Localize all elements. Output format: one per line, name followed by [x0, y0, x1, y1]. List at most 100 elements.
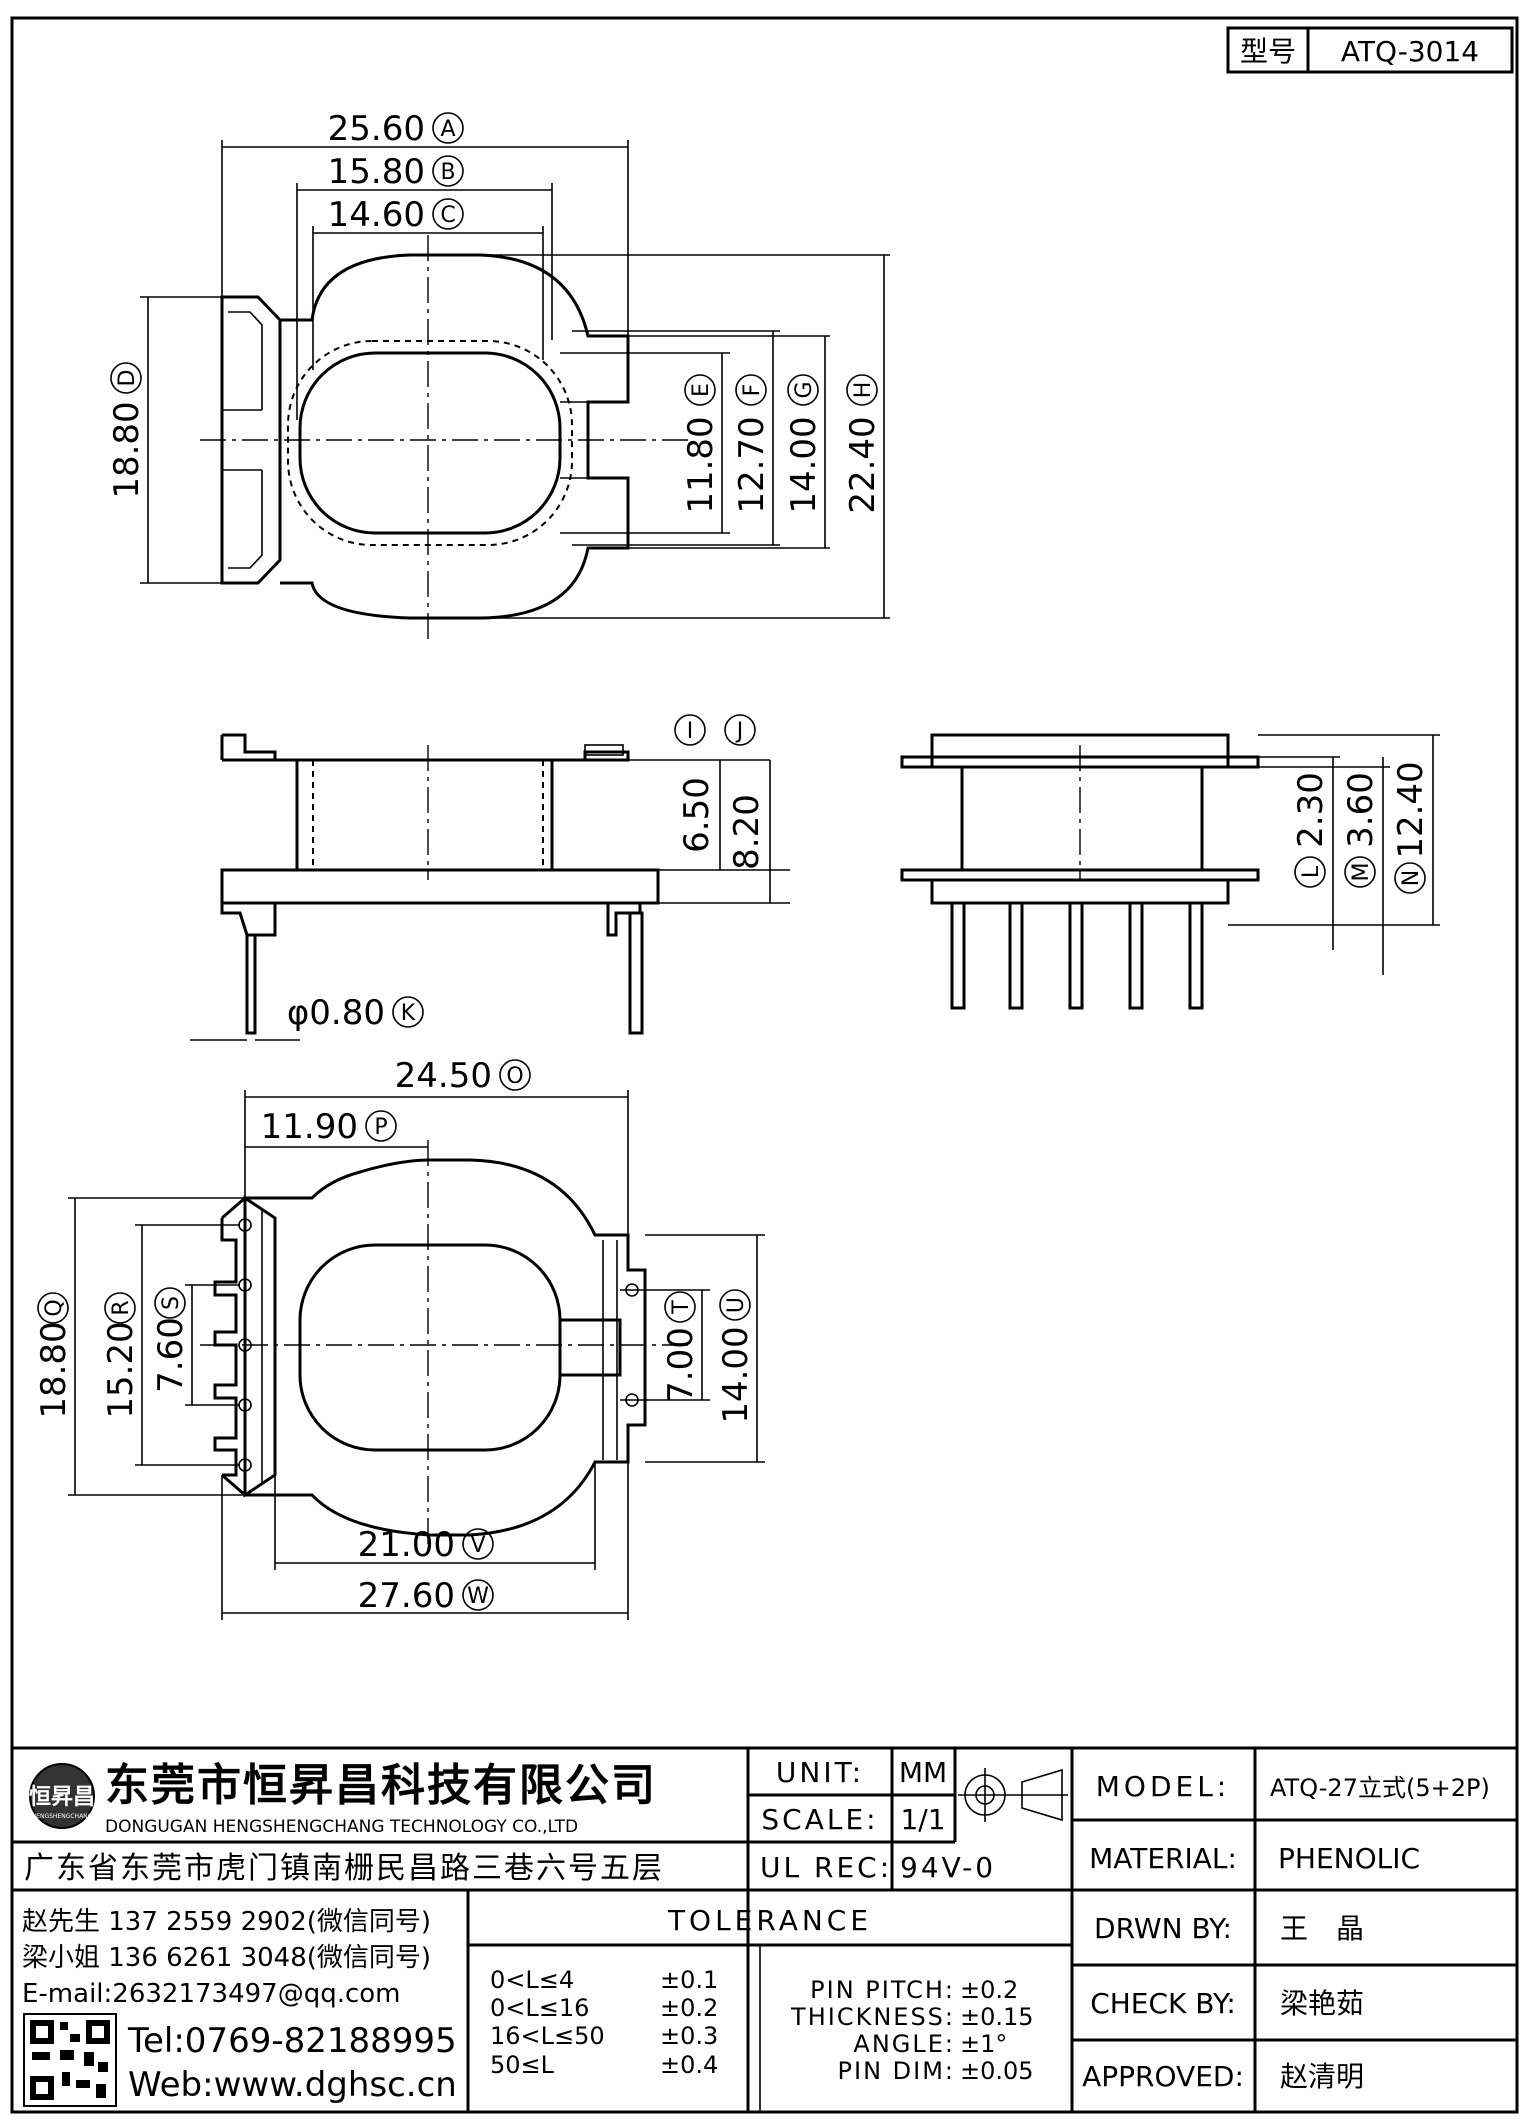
dimension-letter: R	[109, 1300, 134, 1315]
dimension-value: 15.20	[101, 1321, 141, 1418]
unit-value: MM	[899, 1756, 947, 1789]
approved-value: 赵清明	[1280, 2060, 1364, 2093]
ul-value: 94V-0	[900, 1851, 996, 1884]
dimension-6-50: 6.50	[677, 777, 717, 853]
logo-text: 恒昇昌	[29, 1784, 95, 1810]
dimension-value: 21.00	[358, 1525, 455, 1565]
drawn-by-label: DRWN BY:	[1094, 1912, 1232, 1945]
dimension-K: φ0.80 K	[287, 993, 424, 1033]
tolerance-value-3: ±0.3	[660, 2022, 718, 2050]
dimension-E: 11.80 E	[681, 374, 721, 514]
dimension-value: 11.90	[261, 1107, 358, 1147]
company-logo: 恒昇昌 HENGSHENGCHANG	[29, 1763, 95, 1829]
dimension-F: 12.70 F	[732, 374, 772, 514]
tolerance-range-1: 0<L≤4	[490, 1966, 574, 1994]
logo-small-text: HENGSHENGCHANG	[32, 1813, 93, 1820]
dimension-value: 27.60	[358, 1576, 455, 1616]
dimension-D: 18.80 D	[107, 362, 147, 499]
dimension-S: 7.60 S	[151, 1287, 191, 1393]
dimension-value: 2.30	[1291, 772, 1331, 848]
scale-label: SCALE:	[761, 1803, 878, 1836]
dimension-value: 15.80	[328, 152, 425, 192]
check-by-label: CHECK BY:	[1090, 1987, 1236, 2020]
dimension-letter: V	[470, 1533, 485, 1558]
pin-pitch-label: PIN PITCH:	[810, 1976, 955, 2004]
dimension-letter: E	[689, 383, 714, 397]
dimension-value: 14.00	[784, 416, 824, 513]
dimension-value: 25.60	[328, 109, 425, 149]
dimension-value: 11.80	[681, 416, 721, 513]
model-value: ATQ-27立式(5+2P)	[1270, 1774, 1490, 1802]
dimension-G: 14.00 G	[784, 374, 824, 514]
dimension-value: 18.80	[34, 1321, 74, 1418]
dimension-U: 14.00 U	[716, 1289, 756, 1424]
dimension-O: 24.50 O	[395, 1056, 531, 1096]
model-number-label: 型号	[1240, 35, 1296, 68]
dimension-letter: D	[115, 370, 140, 387]
dimension-W: 27.60 W	[358, 1576, 494, 1616]
dimension-value: 6.50	[677, 777, 717, 853]
bottom-view	[68, 1090, 765, 1620]
dimension-J: J	[724, 714, 756, 746]
contact-tel: Tel:0769-82188995	[127, 2021, 457, 2061]
thickness-label: THICKNESS:	[790, 2003, 955, 2031]
tolerance-value-1: ±0.1	[660, 1966, 718, 1994]
tolerance-range-2: 0<L≤16	[490, 1994, 589, 2022]
title-block: 恒昇昌 HENGSHENGCHANG 东莞市恒昇昌科技有限公司 DONGUGAN…	[12, 1746, 1517, 2112]
angle-label: ANGLE:	[853, 2030, 955, 2058]
contact-web: Web:www.dghsc.cn	[128, 2065, 457, 2105]
dimension-V: 21.00 V	[358, 1525, 494, 1565]
tolerance-range-4: 50≤L	[490, 2051, 555, 2079]
tolerance-value-2: ±0.2	[660, 1994, 718, 2022]
scale-value: 1/1	[900, 1803, 945, 1836]
dimension-T: 7.00 T	[661, 1291, 701, 1403]
dimension-P: 11.90 P	[261, 1107, 397, 1147]
unit-label: UNIT:	[776, 1756, 864, 1789]
dimension-value: 12.70	[732, 416, 772, 513]
dimension-letter: G	[792, 381, 817, 398]
dimension-letter: L	[1299, 865, 1324, 878]
dimension-value: 12.40	[1391, 761, 1431, 858]
drawn-by-value: 王 晶	[1280, 1912, 1364, 1945]
dimension-value: 7.60	[151, 1317, 191, 1393]
dimension-I: I	[674, 714, 706, 746]
dimension-8-20: 8.20	[727, 794, 767, 870]
dimension-value: 24.50	[395, 1056, 492, 1096]
dimension-Q: 18.80 Q	[34, 1292, 74, 1419]
dimension-letter: C	[440, 203, 455, 228]
dimension-A: 25.60 A	[328, 109, 464, 149]
dimension-value: 22.40	[843, 416, 883, 513]
thickness-value: ±0.15	[960, 2003, 1034, 2031]
model-number-box: 型号 ATQ-3014	[1226, 26, 1514, 74]
contact-1: 赵先生 137 2559 2902(微信同号)	[22, 1907, 431, 1937]
dimension-value: 18.80	[107, 401, 147, 498]
dimension-letter: I	[687, 719, 694, 744]
dimension-value: φ0.80	[287, 993, 385, 1033]
dimension-H: 22.40 H	[843, 374, 883, 514]
dimension-value: 7.00	[661, 1327, 701, 1403]
dimension-letter: O	[506, 1064, 523, 1089]
material-value: PHENOLIC	[1278, 1842, 1420, 1875]
tolerance-title: TOLERANCE	[667, 1904, 872, 1937]
dimension-letter: H	[851, 382, 876, 399]
dimension-value: 14.00	[716, 1326, 756, 1423]
dimension-letter: P	[374, 1115, 387, 1140]
dimension-letter: J	[735, 719, 744, 744]
side-view	[900, 733, 1440, 1010]
company-name-cn: 东莞市恒昇昌科技有限公司	[105, 1760, 657, 1811]
dimension-letter: B	[440, 160, 455, 185]
pin-dim-value: ±0.05	[960, 2057, 1034, 2085]
dimension-value: 14.60	[328, 195, 425, 235]
approved-label: APPROVED:	[1082, 2060, 1244, 2093]
angle-value: ±1°	[960, 2030, 1007, 2058]
dimension-letter: W	[467, 1584, 489, 1609]
qr-code-icon	[23, 2013, 117, 2107]
dimension-C: 14.60 C	[328, 195, 464, 235]
dimension-letter: N	[1399, 870, 1424, 886]
dimension-value: 8.20	[727, 794, 767, 870]
dimension-letter: M	[1349, 863, 1374, 882]
dimension-letter: U	[724, 1297, 749, 1313]
dimension-letter: T	[669, 1300, 694, 1315]
dimension-letter: S	[159, 1296, 184, 1310]
